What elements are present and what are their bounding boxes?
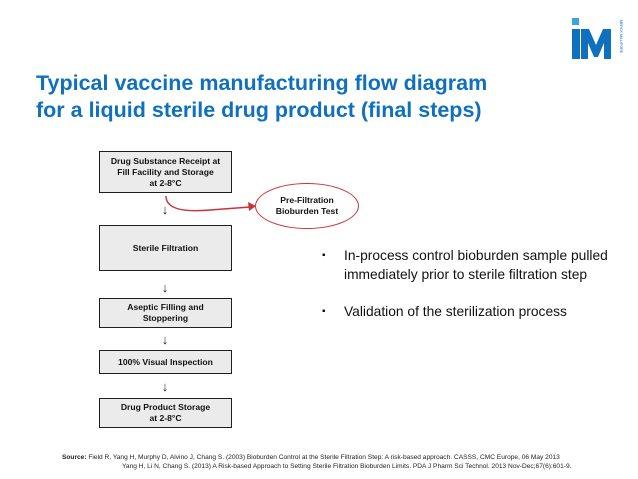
bullet-square-icon: ▪ bbox=[322, 250, 326, 261]
bullet-list: ▪ In-process control bioburden sample pu… bbox=[320, 246, 610, 339]
step-text: Drug Product Storage bbox=[120, 402, 211, 412]
source-line-2: Yang H, Li N, Chang S. (2013) A Risk-bas… bbox=[122, 463, 572, 470]
logo-text: MERCK MILLIPORE bbox=[619, 20, 623, 54]
down-arrow-icon: ↓ bbox=[161, 280, 169, 295]
step-text: Aseptic Filling and bbox=[127, 302, 204, 312]
down-arrow-icon: ↓ bbox=[161, 332, 169, 347]
step-text: at 2-8°C bbox=[149, 413, 182, 423]
bullet-item: ▪ Validation of the sterilization proces… bbox=[320, 302, 610, 321]
step-text: Drug Substance Receipt at bbox=[110, 155, 221, 166]
step-text: 100% Visual Inspection bbox=[118, 356, 213, 367]
title-line-1: Typical vaccine manufacturing flow diagr… bbox=[36, 71, 488, 95]
logo-mark-icon: MERCK MILLIPORE bbox=[572, 18, 623, 59]
source-citation: Source: Field R, Yang H, Murphy D, Alvin… bbox=[62, 453, 622, 471]
source-label: Source: bbox=[62, 454, 87, 461]
step-text: Stoppering bbox=[142, 313, 189, 323]
side-arrow-head-icon bbox=[248, 202, 256, 211]
title-line-2: for a liquid sterile drug product (final… bbox=[36, 98, 482, 122]
down-arrow-icon: ↓ bbox=[161, 202, 169, 217]
oval-text: Bioburden Test bbox=[275, 206, 339, 216]
step-aseptic-filling: Aseptic Filling and Stoppering bbox=[99, 298, 232, 328]
side-arrow-line bbox=[165, 195, 251, 212]
step-drug-product-storage: Drug Product Storage at 2-8°C bbox=[99, 398, 232, 428]
slide-title: Typical vaccine manufacturing flow diagr… bbox=[36, 70, 596, 124]
step-visual-inspection: 100% Visual Inspection bbox=[99, 350, 232, 374]
bullet-text: In-process control bioburden sample pull… bbox=[344, 248, 608, 282]
bullet-item: ▪ In-process control bioburden sample pu… bbox=[320, 246, 610, 284]
source-line-1: Field R, Yang H, Murphy D, Alvino J, Cha… bbox=[88, 454, 560, 461]
merck-millipore-logo: MERCK MILLIPORE bbox=[566, 12, 626, 62]
pre-filtration-bioburden-test: Pre-Filtration Bioburden Test bbox=[255, 183, 359, 229]
step-drug-substance-receipt: Drug Substance Receipt at Fill Facility … bbox=[99, 151, 232, 193]
step-text: Fill Facility and Storage bbox=[117, 166, 214, 177]
bullet-text: Validation of the sterilization process bbox=[344, 304, 567, 319]
step-text: at 2-8°C bbox=[149, 177, 182, 188]
oval-text: Pre-Filtration bbox=[280, 195, 334, 205]
bullet-square-icon: ▪ bbox=[322, 306, 326, 317]
down-arrow-icon: ↓ bbox=[161, 379, 169, 394]
step-sterile-filtration: Sterile Filtration bbox=[99, 225, 232, 271]
step-text: Sterile Filtration bbox=[132, 242, 199, 253]
